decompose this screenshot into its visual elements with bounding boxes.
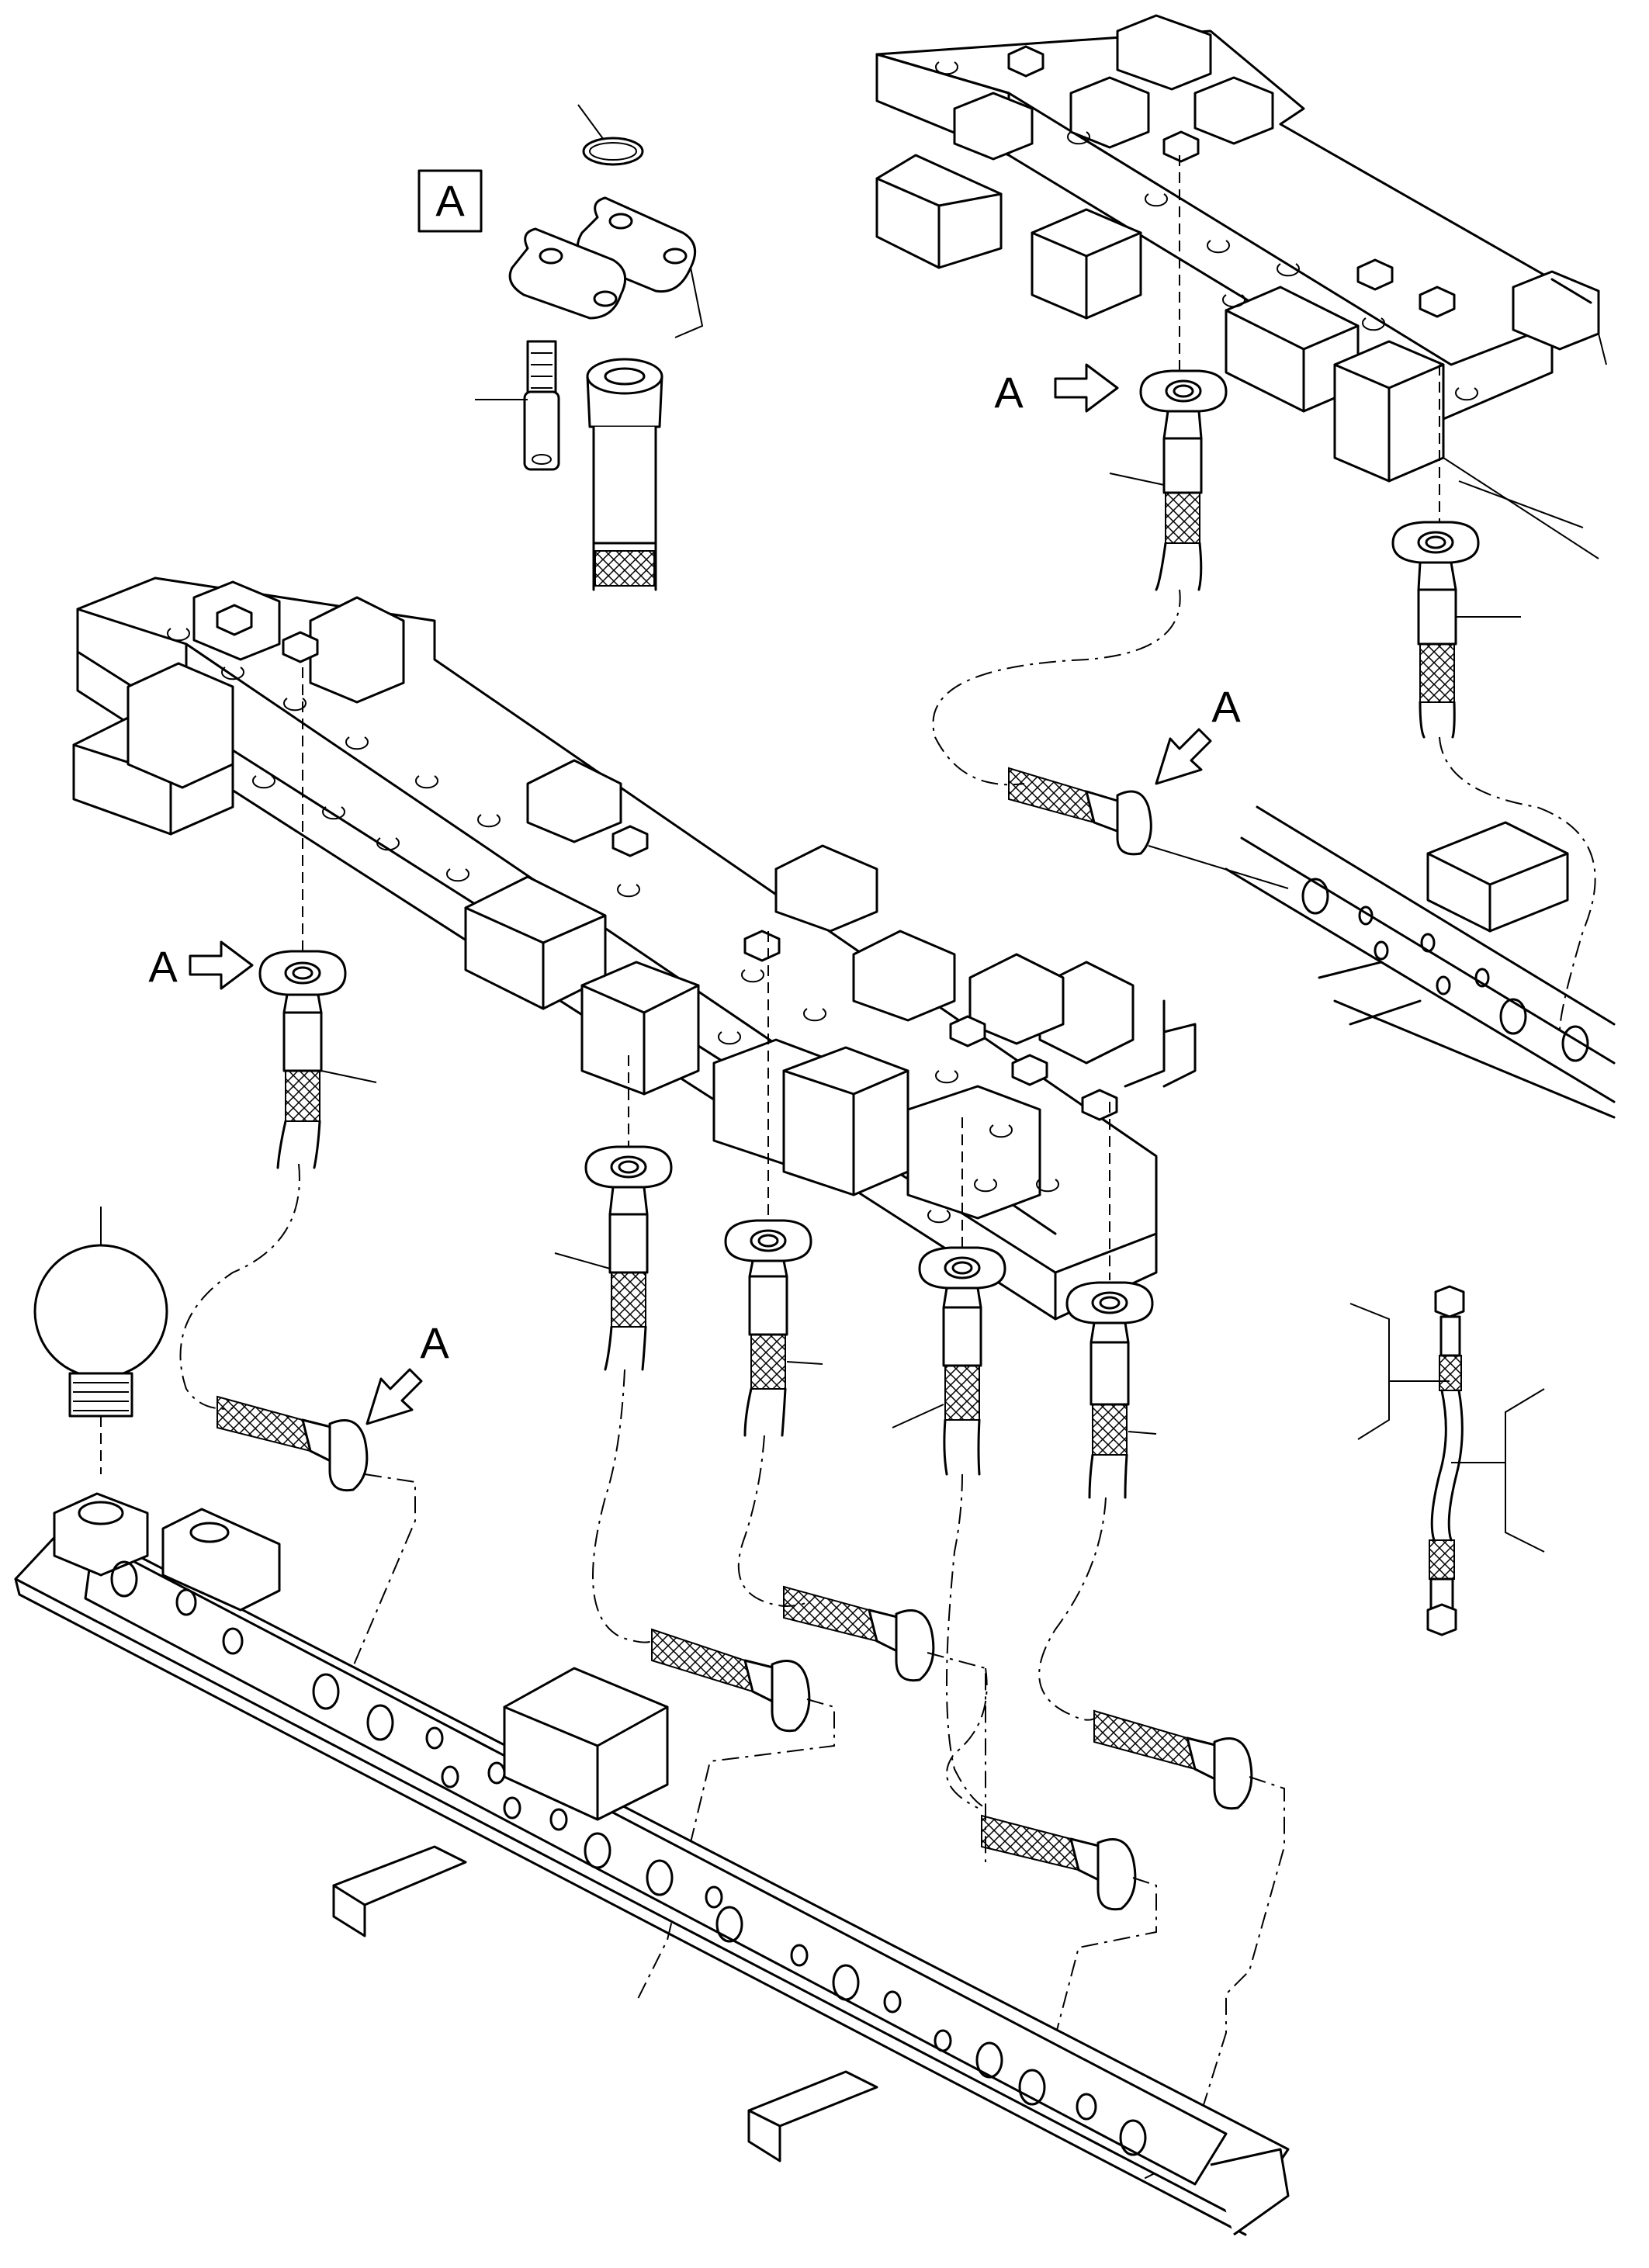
left-flange-fitting-5 [1065, 1281, 1154, 1499]
top-right-flange-fitting-2 [1391, 521, 1480, 739]
left-flange-fitting-3 [724, 1219, 812, 1437]
left-hose-end-4 [981, 1814, 1137, 1911]
o-ring [582, 137, 644, 166]
view-arrow-top-right-2 [1155, 728, 1212, 785]
left-flange-fitting-2 [584, 1145, 673, 1371]
view-a-label-top-right-2: A [1211, 682, 1241, 731]
top-right-flange-fitting-1 [1139, 369, 1228, 591]
view-a-label-left-2: A [420, 1318, 449, 1367]
o-ring-leader [577, 104, 605, 140]
view-a-label-top-right-1: A [994, 368, 1024, 417]
view-arrow-top-right-1 [1054, 363, 1119, 413]
top-right-hoses [932, 155, 1596, 1033]
top-right-valve-manifold [875, 14, 1607, 559]
top-right-hose-end-1 [1008, 767, 1152, 856]
view-arrow-left-2 [365, 1368, 423, 1425]
top-right-rail [1225, 805, 1616, 1119]
left-hose-end-2 [651, 1628, 811, 1733]
accumulator-gauge [33, 1207, 168, 1474]
left-valve-manifold [72, 577, 1197, 1321]
hose-assembly-standalone [1349, 1285, 1545, 1636]
left-hose-end-3 [783, 1585, 935, 1682]
left-hose-end-1 [217, 1395, 369, 1492]
split-flange-clamp [508, 196, 704, 338]
view-arrow-left-1 [189, 940, 254, 990]
detail-a-group: A [417, 104, 704, 591]
left-flange-fitting-1 [258, 950, 347, 1169]
hose-fitting-detail [586, 358, 663, 591]
left-flange-fitting-4 [918, 1246, 1006, 1476]
left-hoses [179, 667, 1285, 2181]
bottom-distribution-rail [14, 1492, 1290, 2236]
detail-a-box [417, 169, 483, 233]
view-a-label-left-1: A [148, 942, 178, 991]
flange-bolt [523, 340, 560, 471]
detail-a-label: A [435, 176, 465, 225]
left-hose-end-5 [1093, 1709, 1253, 1810]
